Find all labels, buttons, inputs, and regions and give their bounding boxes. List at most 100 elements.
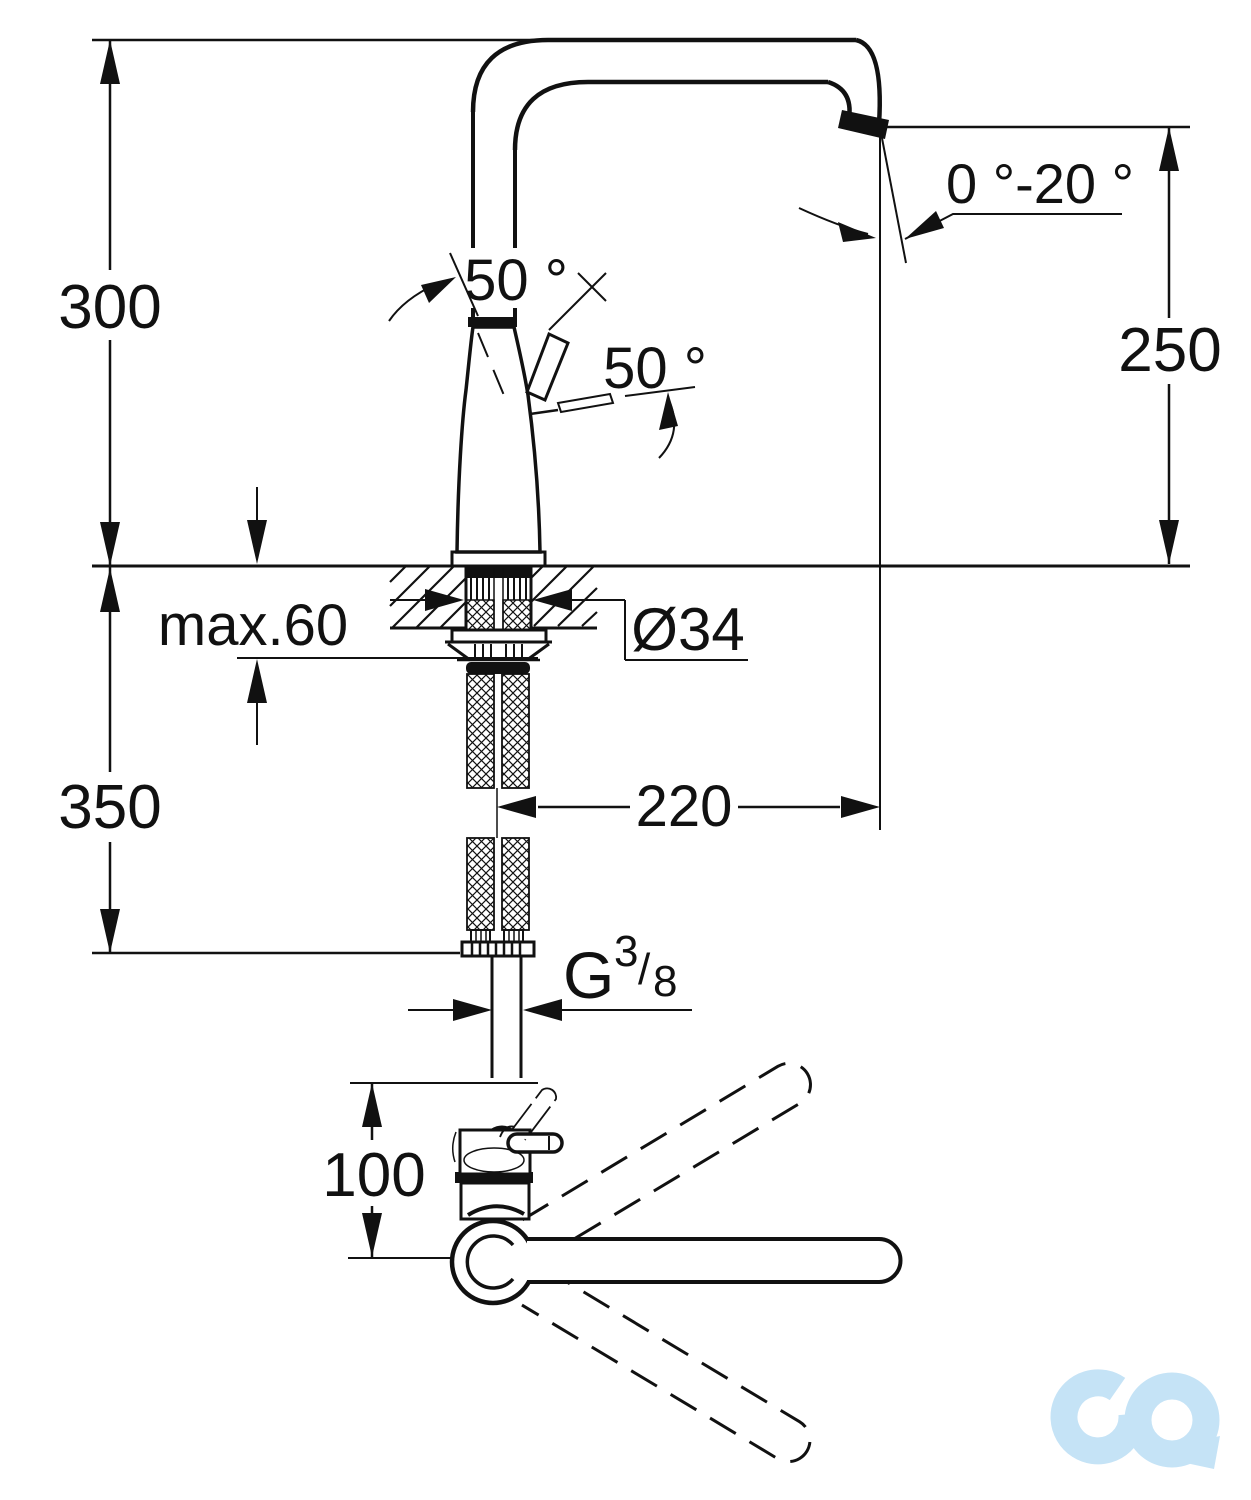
body-band — [455, 1172, 533, 1183]
arrow-up — [100, 40, 120, 84]
shank-center-split — [493, 567, 504, 630]
spout-top-run — [470, 37, 856, 151]
connection-tube — [490, 956, 523, 1078]
plan-view: 100 — [322, 1061, 903, 1464]
lever-ghost — [510, 1087, 558, 1141]
washer — [450, 628, 548, 644]
arrow-up — [362, 1083, 382, 1127]
diameter-label: Ø34 — [631, 596, 744, 663]
arrow-up — [100, 568, 120, 612]
arrow-up — [247, 659, 267, 703]
tilt-arc — [798, 207, 869, 235]
angle-label-2: 50 ° — [603, 336, 707, 401]
fixing-set — [445, 628, 552, 674]
dashdot-seg-1 — [529, 408, 559, 416]
dim-outlet-height: 250 — [1118, 127, 1222, 564]
dim-100-label: 100 — [322, 1141, 425, 1210]
dim-300-label: 300 — [58, 273, 161, 342]
hose-left-lower — [466, 837, 495, 931]
lever-ghost-base — [499, 1125, 516, 1138]
lever-hub — [491, 1125, 513, 1132]
max60-label: max.60 — [158, 593, 348, 658]
base-plate — [450, 550, 547, 568]
handle-open-angle-annotation: 50 ° — [388, 248, 607, 331]
arrow-down — [100, 909, 120, 953]
hose-nut-stripes — [470, 943, 522, 955]
shank-collar — [466, 567, 531, 578]
swivel-spout-lower — [521, 1266, 812, 1464]
dim-hole-diameter: Ø34 — [390, 589, 748, 663]
arrow-down — [100, 522, 120, 566]
angle-arc-arrow — [659, 392, 678, 430]
dim-overall-height: 300 — [58, 38, 548, 566]
arrow-left-pointing — [497, 796, 536, 818]
label-backdrop — [465, 248, 575, 308]
annotations: 300 350 max.60 Ø34 — [58, 38, 1222, 1021]
shank-braid-left — [465, 599, 495, 631]
bearing-inner-ring — [465, 1234, 515, 1290]
spout-tilt-annotation: 0 °-20 ° — [798, 125, 1190, 830]
arrow-right-pointing — [841, 796, 880, 818]
mounting-shank — [464, 566, 533, 631]
hose-left-upper — [466, 673, 495, 789]
leader-line — [570, 599, 748, 661]
cartridge-dome — [463, 1147, 525, 1173]
spout-plan — [527, 1237, 903, 1284]
arrow-left-pointing — [523, 999, 562, 1021]
faucet-body — [450, 317, 570, 568]
swivel-spout-upper — [521, 1061, 812, 1258]
arrow-up — [1159, 127, 1179, 171]
body-side-sketch — [452, 1131, 457, 1163]
handle-lever — [525, 331, 570, 403]
shank-edges — [464, 566, 533, 630]
arrow-right-pointing — [453, 999, 492, 1021]
dim-reach: 220 — [497, 774, 880, 839]
arrow-down — [247, 520, 267, 564]
brand-logo-icon — [1050, 1369, 1220, 1469]
dim-hose-length: 350 — [58, 566, 460, 955]
body-lower-curve — [466, 1204, 525, 1217]
neck-joint — [468, 317, 517, 327]
dim-220-label: 220 — [636, 774, 733, 839]
spout-plan-mask — [527, 1241, 879, 1280]
logo-corner — [1186, 1436, 1220, 1469]
tick-line — [449, 252, 479, 317]
dim-body-offset: 100 — [322, 1083, 426, 1257]
aerator-face — [838, 110, 889, 139]
tilt-arc-arrow — [838, 222, 876, 242]
hose-right-upper — [501, 673, 530, 789]
hose-right-lower — [501, 837, 530, 931]
dim-counter-thickness: max.60 — [158, 487, 538, 745]
axis-and-cross — [548, 272, 607, 331]
swivel-bearing — [449, 1218, 537, 1306]
body-cone — [455, 325, 542, 554]
collar-stripes — [475, 930, 520, 942]
countertop-section — [92, 564, 1190, 630]
lever-plan — [506, 1132, 564, 1154]
lever-alt-position — [499, 1087, 558, 1141]
angle-arc-arrow — [421, 277, 456, 303]
nut-stripes — [474, 644, 523, 659]
tilt-range-label: 0 °-20 ° — [946, 152, 1134, 215]
connection-hoses — [460, 673, 536, 1078]
dim-350-label: 350 — [58, 773, 161, 842]
spout-outlet-bend — [827, 37, 882, 125]
handle-travel-annotation: 50 ° — [529, 336, 707, 459]
dim-250-label: 250 — [1118, 316, 1221, 385]
logo-left-ring — [1050, 1369, 1146, 1465]
dashdot-seg-2 — [624, 386, 696, 397]
tilt-line — [880, 132, 907, 264]
arrow-down — [362, 1213, 382, 1257]
retaining-clip — [466, 662, 530, 674]
shank-thread-stripes — [470, 578, 527, 600]
angle-label-1: 50 ° — [464, 248, 568, 313]
thread-size-label: G 3 / 8 — [563, 927, 677, 1012]
logo-right-ring — [1124, 1372, 1220, 1468]
arrow-left-pointing — [533, 589, 572, 611]
lever-ghost-outline — [556, 392, 615, 414]
arrow-down — [1159, 520, 1179, 564]
tilt-leader-arrow — [905, 211, 944, 239]
handle-hidden-dashes — [477, 332, 509, 406]
